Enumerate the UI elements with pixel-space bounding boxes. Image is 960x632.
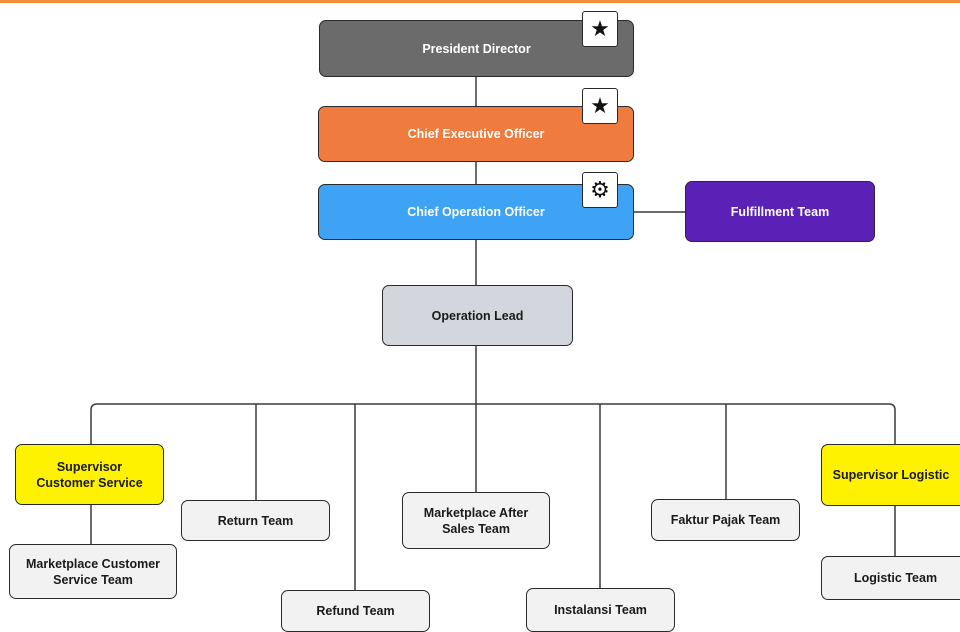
- star-icon: ★: [582, 11, 618, 47]
- ceo-label: Chief Executive Officer: [407, 127, 545, 141]
- logistic-team-label: Logistic Team: [853, 571, 938, 585]
- faktur-pajak-team-node: Faktur Pajak Team: [651, 499, 800, 541]
- fulfillment-team-label: Fulfillment Team: [730, 204, 830, 219]
- star-icon: ★: [582, 88, 618, 124]
- instalansi-team-node: Instalansi Team: [526, 588, 675, 632]
- refund-team-node: Refund Team: [281, 590, 430, 632]
- fulfillment-team-node: Fulfillment Team: [685, 181, 875, 242]
- coo-node: Chief Operation Officer: [318, 184, 634, 240]
- accent-rule: [0, 0, 960, 3]
- logistic-team-node: Logistic Team: [821, 556, 960, 600]
- supervisor-logistic-label: Supervisor Logistic: [832, 468, 950, 482]
- president-director-label: President Director: [422, 41, 531, 56]
- return-team-node: Return Team: [181, 500, 330, 541]
- supervisor-customer-service-label: Supervisor Customer Service: [36, 459, 143, 490]
- return-team-label: Return Team: [217, 513, 294, 528]
- connector-bus: [90, 403, 896, 444]
- coo-label: Chief Operation Officer: [407, 205, 545, 219]
- marketplace-after-sales-team-label: Marketplace After Sales Team: [423, 505, 529, 536]
- operation-lead-label: Operation Lead: [431, 308, 524, 323]
- gear-icon: ⚙: [582, 172, 618, 208]
- instalansi-team-label: Instalansi Team: [554, 603, 647, 617]
- marketplace-customer-service-team-node: Marketplace Customer Service Team: [9, 544, 177, 599]
- marketplace-after-sales-team-node: Marketplace After Sales Team: [402, 492, 550, 549]
- marketplace-customer-service-team-label: Marketplace Customer Service Team: [25, 556, 161, 587]
- president-director-node: President Director: [319, 20, 634, 77]
- faktur-pajak-team-label: Faktur Pajak Team: [670, 513, 781, 527]
- supervisor-customer-service-node: Supervisor Customer Service: [15, 444, 164, 505]
- refund-team-label: Refund Team: [316, 604, 395, 618]
- ceo-node: Chief Executive Officer: [318, 106, 634, 162]
- supervisor-logistic-node: Supervisor Logistic: [821, 444, 960, 506]
- operation-lead-node: Operation Lead: [382, 285, 573, 346]
